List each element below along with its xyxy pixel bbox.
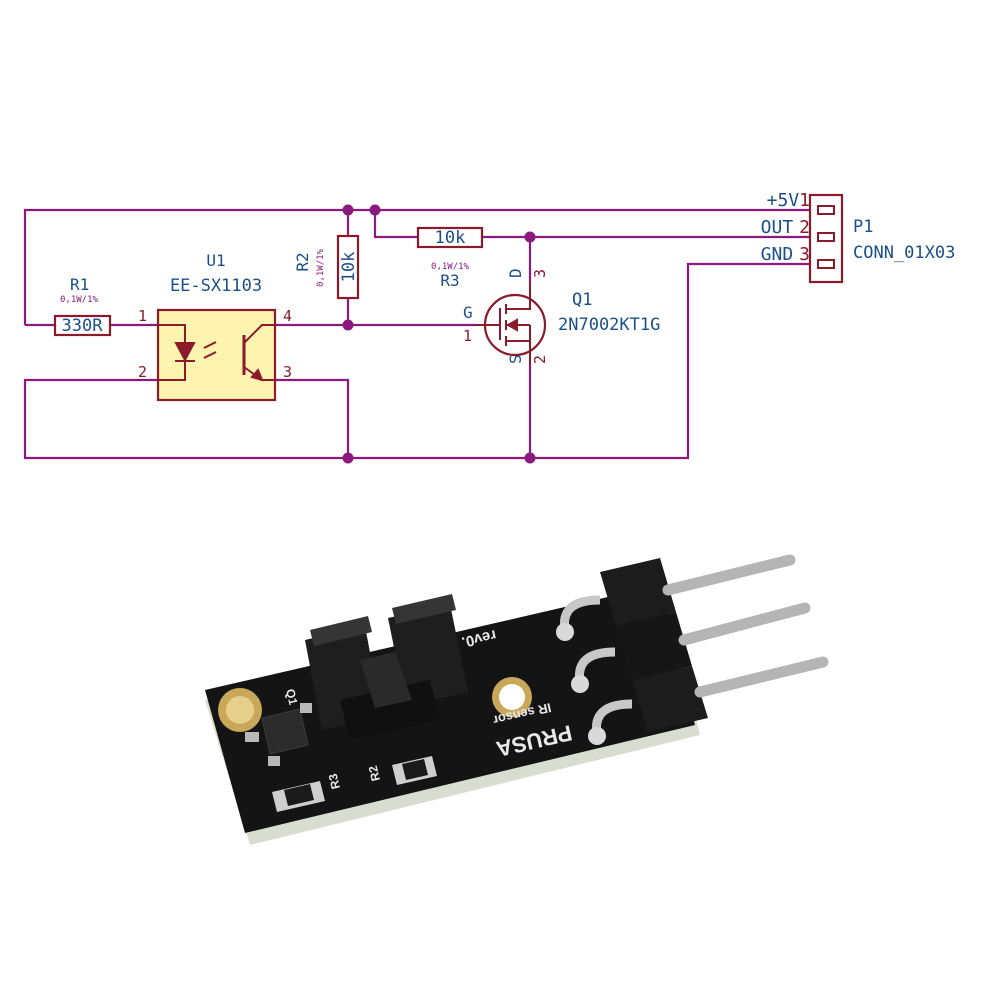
resistor-r1: 330R R1 0,1W/1% [53, 275, 112, 337]
r3-ref: R3 [440, 271, 459, 290]
wires [23, 208, 810, 460]
p1-ref: P1 [853, 217, 873, 237]
smd-resistor-r3 [272, 781, 325, 812]
resistor-r2: 10k R2 0,1W/1% [293, 234, 360, 300]
u1-pin3: 3 [283, 363, 292, 381]
u1-pin2: 2 [138, 363, 147, 381]
p1-pin1-label: +5V1 [767, 190, 810, 211]
silk-q1: Q1 [283, 688, 300, 707]
r2-rating: 0,1W/1% [316, 248, 326, 287]
u1-pin4: 4 [283, 307, 292, 325]
optocoupler-u1: U1 EE-SX1103 1 2 3 4 [138, 251, 292, 402]
junction-dot [342, 319, 354, 331]
p1-part: CONN_01X03 [853, 243, 955, 263]
transistor-q1-package [245, 703, 312, 766]
pin-header [556, 554, 829, 745]
q1-part: 2N7002KT1G [558, 315, 660, 335]
q1-gate-pin: 1 [463, 327, 472, 345]
silk-r3: R3 [326, 772, 343, 790]
resistor-r3: 10k 0,1W/1% R3 [416, 226, 484, 290]
q1-ref: Q1 [572, 290, 592, 310]
r1-ref: R1 [70, 275, 89, 294]
r3-rating: 0,1W/1% [431, 262, 470, 272]
r2-value: 10k [339, 252, 359, 283]
q1-drain-pin: 3 [531, 269, 549, 278]
pcb-photo: R3 R2 Q1 PRUSA IR sensor rev0. [205, 554, 829, 845]
q1-gate-label: G [463, 303, 473, 322]
mosfet-q1: Q1 2N7002KT1G G 1 D 3 S 2 [463, 268, 660, 365]
q1-source-label: S [506, 354, 525, 364]
r3-value: 10k [435, 228, 466, 248]
led-icon [158, 324, 217, 381]
junction-dot [342, 204, 354, 216]
u1-pin1: 1 [138, 307, 147, 325]
silk-r2: R2 [366, 764, 383, 782]
r1-rating: 0,1W/1% [60, 295, 99, 305]
junctions [342, 204, 536, 464]
phototransistor-icon [242, 324, 275, 382]
r2-ref: R2 [293, 252, 312, 271]
junction-dot [369, 204, 381, 216]
pcb-board [205, 585, 695, 833]
q1-source-pin: 2 [531, 355, 549, 364]
junction-dot [342, 452, 354, 464]
smd-resistor-r2 [392, 756, 437, 785]
optical-sensor-body [305, 594, 468, 740]
u1-ref: U1 [206, 251, 225, 270]
junction-dot [524, 452, 536, 464]
q1-drain-label: D [506, 268, 525, 278]
r1-value: 330R [62, 316, 104, 336]
u1-part: EE-SX1103 [170, 276, 262, 296]
junction-dot [524, 231, 536, 243]
schematic: 330R R1 0,1W/1% 10k R2 0,1W/1% 10k 0,1W/… [23, 190, 955, 464]
